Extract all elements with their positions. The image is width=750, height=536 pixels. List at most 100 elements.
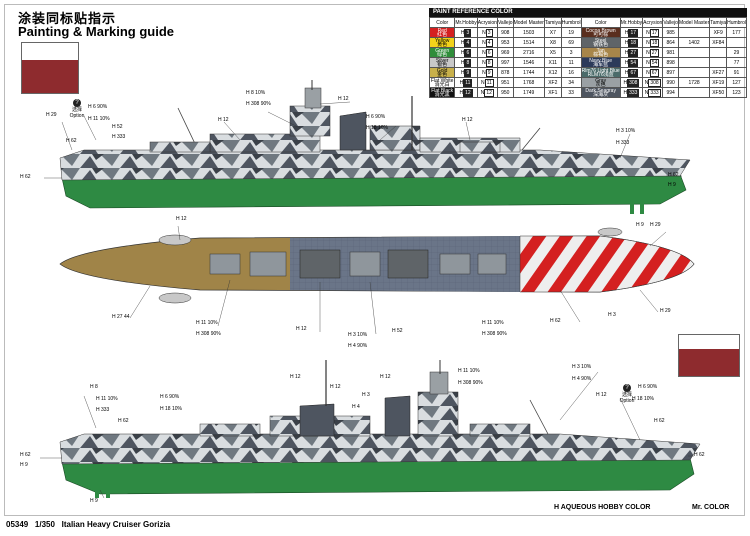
- callout-h11-10-top: H 11 10%: [88, 116, 110, 122]
- color-name-cn: 黄色: [437, 41, 448, 48]
- paint-brand-prefix: N: [644, 79, 649, 86]
- paint-brand-prefix: N: [644, 89, 649, 96]
- paint-code: 67: [628, 68, 639, 77]
- color-name: Silver: [435, 57, 449, 64]
- paint-brand-prefix: N: [482, 69, 486, 76]
- leader-lines: [40, 101, 694, 499]
- callout-h29-deck: H 29: [650, 222, 661, 228]
- callout-h12-bottom: H 12: [290, 374, 301, 380]
- paint-brand-prefix: H: [460, 59, 465, 66]
- legend-mr-color: Mr. COLOR: [692, 504, 730, 511]
- callout-h12-mid-top: H 12: [218, 117, 229, 123]
- paint-code: 18: [649, 38, 660, 47]
- paint-code: 11: [463, 78, 473, 87]
- paint-code: 333: [627, 88, 640, 97]
- callout-h6-90-top: H 6 90%: [88, 104, 108, 110]
- callout-h333-bottom: H 333: [96, 407, 110, 413]
- callout-h62-top: H 62: [66, 138, 77, 144]
- callout-h12-right-top: H 12: [462, 117, 473, 123]
- color-name: Cocoa Brown: [585, 27, 616, 34]
- callout-h9-prop-bottom: H 9: [90, 498, 98, 504]
- paint-code: 6: [485, 48, 493, 57]
- paint-table-title: PAINT REFERENCE COLOR: [429, 8, 747, 17]
- color-name: Flat White: [430, 77, 454, 84]
- paint-brand-prefix: H: [459, 79, 464, 86]
- callout-h18-10-mid: H 18 10%: [366, 125, 388, 131]
- paint-code: 8: [464, 58, 472, 67]
- paint-code: 12: [484, 88, 494, 97]
- paint-code: 17: [649, 28, 660, 37]
- paint-code-cell: 123: [726, 87, 747, 98]
- paint-code: 9: [485, 68, 493, 77]
- side-view-port: [59, 360, 701, 498]
- paint-brand-prefix: N: [646, 29, 650, 36]
- paint-brand-prefix: N: [482, 59, 486, 66]
- callout-h308-90-top: H 308 90%: [246, 101, 271, 107]
- paint-code: 17: [628, 28, 639, 37]
- callout-h62-10-right: H 3 10%: [616, 128, 636, 134]
- paint-code: 308: [648, 78, 661, 87]
- callout-h3-10-bottom-right: H 3 10%: [572, 364, 592, 370]
- paint-code: 18: [628, 38, 639, 47]
- option-icon: ?: [73, 99, 81, 107]
- callout-h12-bottom-right: H 12: [596, 392, 607, 398]
- deck-plan-view: [59, 227, 695, 304]
- callout-h52-deck: H 52: [392, 328, 403, 334]
- callout-h308-90-bottom-mid: H 308 90%: [458, 380, 483, 386]
- callout-h12-deck-mid: H 12: [296, 326, 307, 332]
- paint-code: 3: [464, 28, 472, 37]
- paint-brand-prefix: H: [459, 89, 464, 96]
- paint-brand-prefix: N: [646, 49, 650, 56]
- paint-brand-prefix: N: [646, 39, 650, 46]
- callout-h6-90-bottom: H 6 90%: [160, 394, 180, 400]
- callout-h6-90-stern: H 6 90%: [638, 384, 658, 390]
- callout-h8-bottom: H 8: [90, 384, 98, 390]
- color-name: Flat Black: [431, 87, 454, 94]
- side-view-starboard: [59, 80, 691, 214]
- paint-brand-prefix: N: [646, 69, 650, 76]
- paint-code: 54: [628, 58, 639, 67]
- color-name: Gray: [595, 77, 607, 84]
- paint-brand-prefix: N: [480, 89, 485, 96]
- paint-code: 11: [484, 78, 494, 87]
- color-name: Red: [437, 27, 447, 34]
- paint-brand-prefix: H: [623, 79, 628, 86]
- callout-h11-10-bottom-mid: H 11 10%: [458, 368, 480, 374]
- paint-code: 27: [628, 48, 639, 57]
- callout-h62-stern-bottom: H 62: [694, 452, 705, 458]
- callout-h62-bottom: H 62: [118, 418, 129, 424]
- callout-h12-deck-top: H 12: [176, 216, 187, 222]
- color-name: Tan: [596, 47, 605, 54]
- callout-h62-deck: H 62: [550, 318, 561, 324]
- color-name: Steel: [594, 37, 607, 44]
- color-name: Navy Blue: [589, 57, 613, 64]
- callout-h11-10-deck-right: H 11 10%: [482, 320, 504, 326]
- paint-brand-prefix: N: [482, 49, 486, 56]
- color-name-cn: 可可棕: [593, 31, 609, 38]
- paint-brand-prefix: H: [624, 69, 629, 76]
- paint-brand-prefix: H: [460, 39, 465, 46]
- option-label-en: Option: [69, 113, 85, 119]
- paint-code: 308: [627, 78, 640, 87]
- callout-h12-bottom-mid: H 12: [330, 384, 341, 390]
- callout-h18-10-bottom: H 18 10%: [160, 406, 182, 412]
- paint-code: 3: [485, 28, 493, 37]
- callout-h52-top: H 52: [112, 124, 123, 130]
- callout-h4-bottom: H 4: [352, 404, 360, 410]
- callout-h12-top: H 12: [338, 96, 349, 102]
- color-name-cn: 消光白: [434, 81, 450, 88]
- paint-code: 67: [649, 68, 660, 77]
- color-name: Rlm76 Light Blue: [581, 67, 620, 74]
- paint-code: 27: [649, 48, 660, 57]
- hull-color-swatch-top: [21, 42, 79, 94]
- callout-h18-10-stern: H 18 10%: [632, 396, 654, 402]
- option-marker-bottom: ? 选择 Option: [612, 384, 642, 404]
- paint-brand-prefix: H: [624, 49, 629, 56]
- color-name: Dark Seagray: [585, 87, 616, 94]
- color-name-cn: 灰色: [595, 81, 606, 88]
- callout-h6-90-mid: H 6 90%: [366, 114, 386, 120]
